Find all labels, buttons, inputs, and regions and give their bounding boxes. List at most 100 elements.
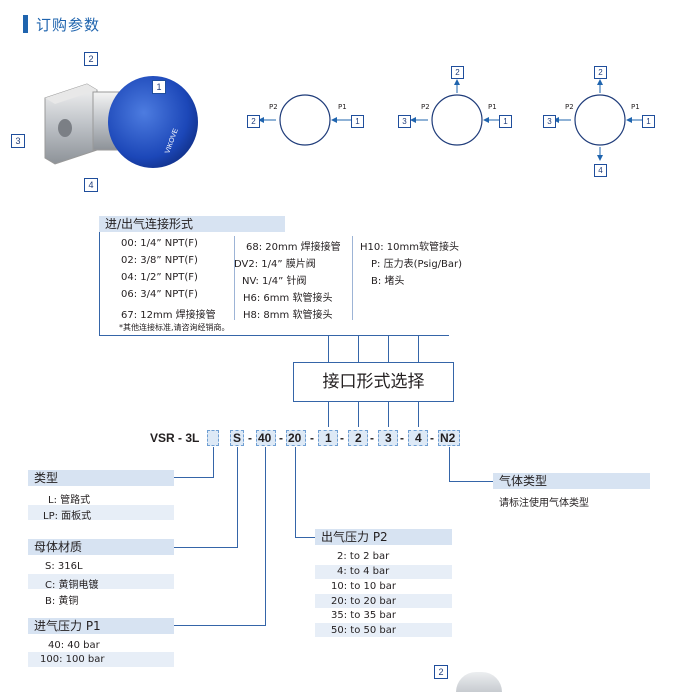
diagram3-p1: P1	[631, 103, 640, 111]
connector-line	[328, 402, 329, 427]
gas-heading: 气体类型	[493, 473, 650, 489]
conn-col3-item: H10: 10mm软管接头	[360, 242, 459, 253]
gas-note: 请标注使用气体类型	[499, 498, 589, 509]
connector-line	[418, 402, 419, 427]
code-box-port3	[378, 430, 398, 446]
connection-frame-bottom	[99, 335, 449, 336]
leader-inlet	[174, 625, 266, 626]
conn-divider	[234, 236, 235, 320]
connector-line	[388, 336, 389, 362]
diagram2-out-2: 2	[451, 66, 464, 79]
outlet-item: 2: to 2 bar	[337, 551, 390, 562]
diagram2-p2: P2	[421, 103, 430, 111]
title-accent-bar	[23, 15, 28, 33]
leader-type	[174, 477, 214, 478]
diagram3-out-4: 4	[594, 164, 607, 177]
leader-type	[213, 447, 214, 477]
code-dash: -	[430, 431, 434, 445]
code-box-type	[207, 430, 219, 446]
connection-heading: 进/出气连接形式	[99, 216, 285, 232]
row-shade	[315, 623, 452, 637]
conn-col2-item: DV2: 1/4” 膜片阀	[234, 259, 316, 270]
code-port4: 4	[415, 431, 422, 445]
diagram2-out-3: 3	[398, 115, 411, 128]
connection-frame-left	[99, 222, 100, 335]
conn-col2-item: H6: 6mm 软管接头	[243, 293, 333, 304]
code-port3: 3	[385, 431, 392, 445]
conn-col1-item: 67: 12mm 焊接接管	[121, 310, 216, 321]
code-inlet: 40	[258, 431, 272, 445]
conn-col3-item: B: 堵头	[371, 276, 405, 287]
leader-material	[237, 447, 238, 547]
diagram3-out-2: 2	[594, 66, 607, 79]
row-shade	[315, 594, 452, 608]
leader-gas	[449, 447, 450, 481]
regulator-image: VIKOVE	[44, 76, 198, 168]
code-box-port4	[408, 430, 428, 446]
conn-col2-item: H8: 8mm 软管接头	[243, 310, 333, 321]
code-box-port2	[348, 430, 368, 446]
diagram3-out-3: 3	[543, 115, 556, 128]
conn-col1-item: 04: 1/2” NPT(F)	[121, 272, 198, 283]
code-dash: -	[248, 431, 252, 445]
inlet-item: 40: 40 bar	[48, 640, 100, 651]
image-label-3: 3	[11, 134, 25, 148]
code-dash: -	[340, 431, 344, 445]
type-item: LP: 面板式	[43, 511, 92, 522]
conn-col1-item: 02: 3/8” NPT(F)	[121, 255, 198, 266]
diagram1-in-1: 1	[351, 115, 364, 128]
outlet-item: 50: to 50 bar	[331, 625, 396, 636]
code-box-port1	[318, 430, 338, 446]
code-box-material	[230, 430, 244, 446]
code-gas: N2	[440, 431, 456, 445]
conn-col2-item: 68: 20mm 焊接接管	[246, 242, 341, 253]
port-diagram-three-way	[410, 79, 505, 146]
material-item: B: 黄铜	[45, 596, 79, 607]
material-heading: 母体材质	[28, 539, 174, 555]
row-shade	[315, 565, 452, 579]
conn-col1-item: 00: 1/4” NPT(F)	[121, 238, 198, 249]
outlet-heading: 出气压力 P2	[315, 529, 452, 545]
conn-col3-item: P: 压力表(Psig/Bar)	[371, 259, 463, 270]
page-title: 订购参数	[36, 16, 101, 34]
diagram3-in-1: 1	[642, 115, 655, 128]
code-dash: -	[400, 431, 404, 445]
diagram1-p1: P1	[338, 103, 347, 111]
code-port2: 2	[355, 431, 362, 445]
image-label-1: 1	[152, 80, 166, 94]
bottom-product-image	[456, 672, 502, 692]
leader-outlet	[295, 447, 296, 537]
interface-selection-box: 接口形式选择	[293, 362, 454, 402]
connector-line	[358, 336, 359, 362]
code-dash: -	[310, 431, 314, 445]
leader-outlet	[295, 537, 315, 538]
conn-col1-item: 06: 3/4” NPT(F)	[121, 289, 198, 300]
diagram2-in-1: 1	[499, 115, 512, 128]
code-dash: -	[370, 431, 374, 445]
code-material: S	[233, 431, 242, 445]
material-item: C: 黄铜电镀	[45, 580, 99, 591]
row-shade	[28, 505, 174, 520]
type-item: L: 管路式	[48, 495, 91, 506]
code-outlet: 20	[288, 431, 302, 445]
leader-gas	[449, 481, 493, 482]
code-port1: 1	[325, 431, 332, 445]
code-box-inlet	[256, 430, 276, 446]
inlet-item: 100: 100 bar	[40, 654, 105, 665]
code-box-gas	[438, 430, 460, 446]
leader-inlet	[265, 447, 266, 625]
image-label-2: 2	[84, 52, 98, 66]
code-dash: -	[279, 431, 283, 445]
image-label-4: 4	[84, 178, 98, 192]
material-item: S: 316L	[45, 561, 83, 572]
inlet-heading: 进气压力 P1	[28, 618, 174, 634]
diagram1-p2: P2	[269, 103, 278, 111]
connector-line	[358, 402, 359, 427]
outlet-item: 35: to 35 bar	[331, 610, 396, 621]
bottom-image-label-2: 2	[434, 665, 448, 679]
code-box-outlet	[286, 430, 306, 446]
outlet-item: 4: to 4 bar	[337, 566, 390, 577]
outlet-item: 20: to 20 bar	[331, 596, 396, 607]
code-prefix: VSR - 3L	[150, 431, 200, 445]
type-heading: 类型	[28, 470, 174, 486]
